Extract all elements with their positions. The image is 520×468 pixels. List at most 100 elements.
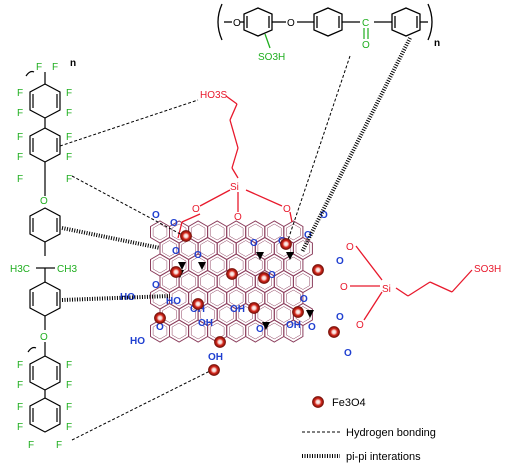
graphene-hexagon-inner (209, 256, 225, 274)
fluorine-label: F (66, 108, 72, 119)
graphene-hexagon-inner (267, 289, 282, 307)
graphene-hexagon-inner (162, 273, 177, 290)
bottom-hydroxyl: OH (208, 352, 223, 363)
fe3o4-nanoparticles (154, 230, 340, 376)
epoxide-oxygen: O (300, 294, 308, 305)
right-bracket (427, 3, 433, 41)
fe3o4-particle (180, 230, 192, 242)
carbonyl-oxygen: O (152, 280, 160, 291)
graphene-hexagon-inner (209, 223, 225, 241)
graphene-hexagon-inner (190, 223, 206, 241)
graphene-hexagon-inner (200, 240, 215, 257)
graphene-hexagon-inner (238, 306, 253, 323)
left-bracket (217, 3, 223, 41)
fluorine-label: F (52, 62, 58, 73)
legend-pipi-label: pi-pi interations (346, 451, 421, 463)
graphene-hexagon (283, 319, 304, 343)
top-polymer-speek (217, 3, 433, 49)
graphene-hexagon-inner (229, 289, 244, 307)
graphene-hexagon-inner (286, 256, 301, 274)
graphene-hexagon-inner (276, 273, 292, 290)
fluorine-label: F (17, 108, 23, 119)
graphene-hexagon-inner (200, 306, 215, 323)
ether-o-left: O (233, 18, 241, 29)
graphene-hexagon-inner (181, 306, 196, 323)
epoxide-oxygen: O (256, 324, 264, 335)
legend-hbond-label: Hydrogen bonding (346, 427, 436, 439)
pi-pi-interactions (61, 37, 412, 302)
ether-o-left-bottom: O (40, 332, 48, 343)
fe3o4-particle (312, 264, 324, 276)
graphene-hexagon-inner (238, 240, 253, 257)
silane-right (350, 245, 473, 321)
fluorine-label: F (17, 88, 23, 99)
graphene-hexagon-inner (152, 223, 168, 241)
repeat-n-left: n (70, 58, 76, 69)
graphene-hexagon-inner (286, 322, 301, 340)
carbonyl-oxygen: O (320, 210, 328, 221)
left-polymer-labels: n O O H3C CH3 (10, 58, 77, 343)
graphene-hexagon-inner (267, 223, 282, 241)
graphene-hexagon-inner (295, 273, 311, 290)
epoxide-oxygen: O (172, 246, 180, 257)
graphene-hexagon-inner (238, 273, 253, 290)
fe3o4-particle (292, 306, 304, 318)
graphene-hexagon-inner (209, 322, 225, 340)
epoxide-oxygen: O (194, 250, 202, 261)
graphene-hexagon-inner (295, 306, 311, 323)
methyl-left: H3C (10, 264, 30, 275)
graphene-hexagon-inner (267, 322, 282, 340)
fluorine-label: F (66, 132, 72, 143)
legend-fe3o4-label: Fe3O4 (332, 397, 366, 409)
carbonyl-oxygen: O (156, 322, 164, 333)
left-polymer-fluorines: F F F F F F F F F F F F F F F F F F F F … (17, 62, 72, 451)
graphene-hexagon-inner (229, 223, 244, 241)
fluorine-label: F (56, 440, 62, 451)
legend-fe3o4-icon (312, 396, 324, 408)
epoxide-oxygen: O (308, 322, 316, 333)
sulfonic-group-silane-top: HO3S (200, 90, 228, 101)
silicon-right: Si (382, 284, 391, 295)
epoxide-oxygen: O (304, 230, 312, 241)
fe3o4-particle (248, 302, 260, 314)
carbonyl-o: O (362, 40, 370, 51)
graphene-hexagon-inner (286, 289, 301, 307)
fluorine-label: F (28, 440, 34, 451)
graphene-hexagon-inner (200, 273, 215, 290)
graphene-hexagon-inner (171, 322, 187, 340)
hydroxyl-label: OH (230, 304, 245, 315)
graphene-hexagon-inner (190, 256, 206, 274)
fluorine-label: F (66, 360, 72, 371)
epoxide-oxygen: O (250, 238, 258, 249)
fluorine-label: F (17, 174, 23, 185)
silane-oxygen: O (283, 204, 291, 215)
graphene-hexagon-inner (248, 223, 263, 241)
hydroxyl-label: OH (198, 318, 213, 329)
fluorine-label: F (66, 174, 72, 185)
hbond-line (71, 369, 213, 441)
fe3o4-particle (170, 266, 182, 278)
silane-oxygen: O (192, 204, 200, 215)
fe3o4-particle (214, 336, 226, 348)
fluorine-label: F (17, 422, 23, 433)
carbonyl-oxygen: O (344, 348, 352, 359)
fluorine-label: F (17, 152, 23, 163)
graphene-hexagon-inner (219, 240, 234, 257)
fe3o4-particle (208, 364, 220, 376)
graphene-hexagon-inner (248, 289, 263, 307)
silane-right-labels: Si SO3H O O O (340, 242, 501, 331)
hydroxyl-label: HO (166, 296, 181, 307)
legend: Fe3O4 Hydrogen bonding pi-pi interations (302, 396, 436, 463)
silane-oxygen: O (356, 320, 364, 331)
fluorine-label: F (66, 402, 72, 413)
fe3o4-particle (226, 268, 238, 280)
graphene-hexagon-inner (219, 306, 234, 323)
graphene-hexagon-inner (295, 240, 311, 257)
graphene-hexagon-inner (229, 322, 244, 340)
fe3o4-particle (258, 272, 270, 284)
fluorine-label: F (66, 152, 72, 163)
silane-top-labels: HO3S Si O O O (192, 90, 291, 223)
ether-o-mid: O (287, 18, 295, 29)
